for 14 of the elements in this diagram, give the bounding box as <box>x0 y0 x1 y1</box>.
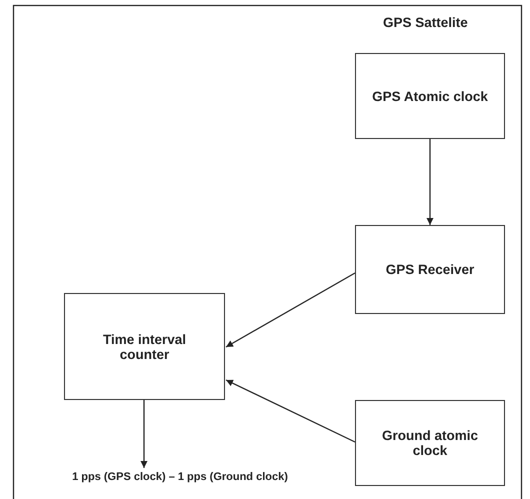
arrow <box>226 272 356 348</box>
output-label: 1 pps (GPS clock) – 1 pps (Ground clock) <box>48 469 312 485</box>
process-box <box>355 53 505 139</box>
box-label: Time interval counter <box>102 332 188 362</box>
box-label: Ground atomic clock <box>380 428 479 458</box>
process-box <box>355 400 505 486</box>
box-label: GPS Receiver <box>384 262 476 277</box>
arrow <box>140 400 148 468</box>
process-box <box>64 293 225 400</box>
arrow <box>426 139 434 225</box>
box-label: GPS Atomic clock <box>371 88 489 104</box>
process-box <box>355 225 505 314</box>
heading-label: GPS Sattelite <box>383 15 468 30</box>
arrow <box>226 379 356 443</box>
